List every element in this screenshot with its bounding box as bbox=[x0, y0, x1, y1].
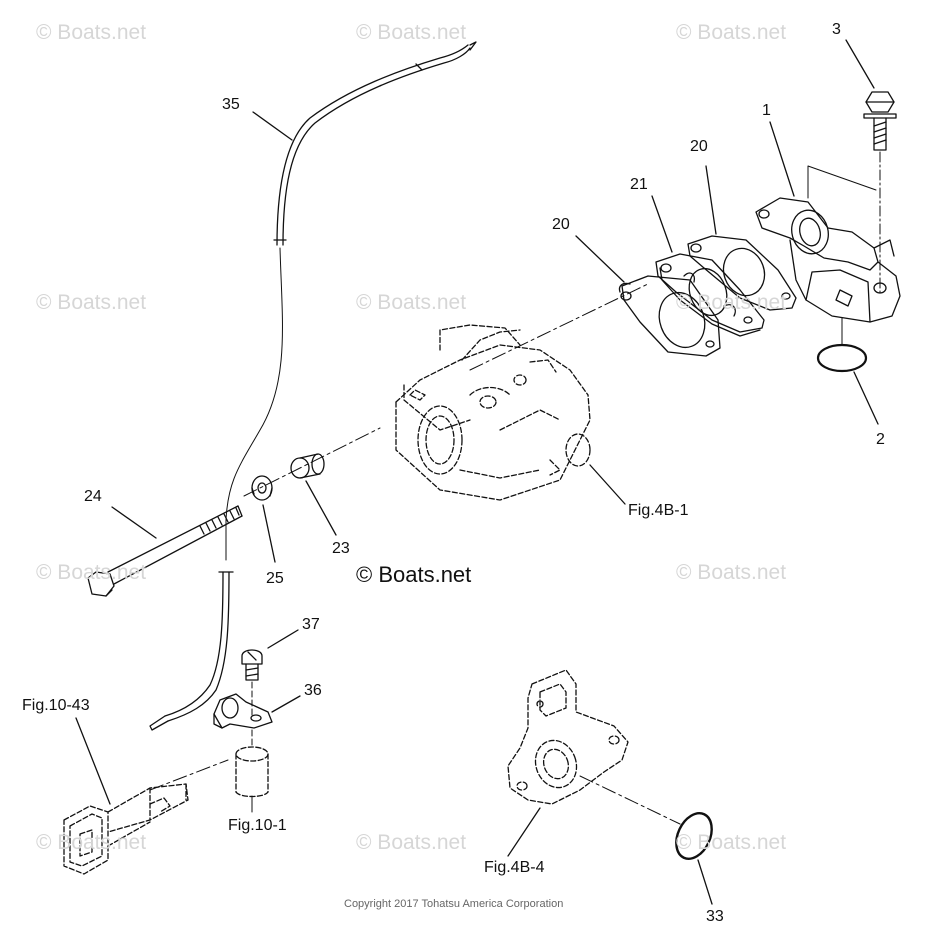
leader-36 bbox=[271, 695, 301, 713]
part-25-washer bbox=[251, 475, 273, 501]
callout-37: 37 bbox=[302, 616, 320, 633]
part-24-screw bbox=[87, 505, 243, 597]
watermark-1: © Boats.net bbox=[36, 21, 147, 44]
callout-23: 23 bbox=[332, 540, 350, 557]
callout-21: 21 bbox=[630, 176, 648, 193]
ref-fig4b1: Fig.4B-1 bbox=[628, 502, 689, 519]
leader-1 bbox=[769, 121, 795, 197]
leader-3 bbox=[845, 39, 875, 89]
part-33-oring bbox=[675, 812, 713, 860]
watermark-6: © Boats.net bbox=[676, 291, 787, 314]
axis-gaskets bbox=[469, 282, 651, 371]
ref-fig4b4: Fig.4B-4 bbox=[484, 859, 545, 876]
leader-fig4b1 bbox=[589, 464, 626, 505]
callout-35: 35 bbox=[222, 96, 240, 113]
part-36-bracket bbox=[213, 693, 273, 729]
callout-20-rear: 20 bbox=[690, 138, 708, 155]
lower-rod bbox=[149, 571, 234, 731]
watermark-center: © Boats.net bbox=[356, 562, 472, 587]
callout-3: 3 bbox=[832, 21, 841, 38]
watermark-4: © Boats.net bbox=[36, 291, 147, 314]
watermark-2: © Boats.net bbox=[356, 21, 467, 44]
leader-33 bbox=[697, 859, 713, 905]
ref-fig1043: Fig.10-43 bbox=[22, 697, 90, 714]
axis-carb bbox=[243, 427, 381, 497]
ref-fig101: Fig.10-1 bbox=[228, 817, 287, 834]
copyright-notice: Copyright 2017 Tohatsu America Corporati… bbox=[344, 898, 564, 910]
part-35-rod bbox=[273, 41, 477, 246]
bolt-bracket-line bbox=[807, 165, 877, 199]
watermark-8: © Boats.net bbox=[676, 561, 787, 584]
callout-1: 1 bbox=[762, 102, 771, 119]
leader-20a bbox=[575, 235, 625, 283]
watermark-5: © Boats.net bbox=[356, 291, 467, 314]
leader-2 bbox=[853, 371, 879, 425]
part-20-gasket-rear bbox=[687, 235, 797, 311]
axis-oring33 bbox=[579, 775, 681, 825]
leader-24 bbox=[111, 506, 157, 539]
leader-fig1043 bbox=[75, 717, 111, 805]
axis-lever bbox=[149, 759, 229, 791]
watermark-11: © Boats.net bbox=[676, 831, 787, 854]
part-37-screw bbox=[241, 649, 263, 681]
callout-2: 2 bbox=[876, 431, 885, 448]
boss-phantom bbox=[235, 746, 269, 798]
leader-35 bbox=[252, 111, 293, 141]
part-23-collar bbox=[290, 453, 325, 479]
carburetor-phantom bbox=[395, 324, 591, 501]
callout-24: 24 bbox=[84, 488, 102, 505]
leader-fig4b4 bbox=[507, 807, 541, 857]
choke-knob-phantom bbox=[63, 783, 189, 875]
watermark-10: © Boats.net bbox=[356, 831, 467, 854]
leader-23 bbox=[305, 480, 337, 536]
watermark-9: © Boats.net bbox=[36, 831, 147, 854]
callout-33: 33 bbox=[706, 908, 724, 925]
part-2-oring bbox=[816, 343, 868, 373]
callout-36: 36 bbox=[304, 682, 322, 699]
plate-phantom bbox=[507, 669, 629, 805]
callout-25: 25 bbox=[266, 570, 284, 587]
leader-37 bbox=[267, 629, 299, 649]
leader-21 bbox=[651, 195, 673, 253]
link-rod-path bbox=[225, 247, 283, 561]
part-3-bolt bbox=[863, 91, 897, 151]
callout-20-front: 20 bbox=[552, 216, 570, 233]
watermark-7: © Boats.net bbox=[36, 561, 147, 584]
leader-25 bbox=[262, 504, 276, 563]
watermark-3: © Boats.net bbox=[676, 21, 787, 44]
leader-20b bbox=[705, 165, 717, 235]
